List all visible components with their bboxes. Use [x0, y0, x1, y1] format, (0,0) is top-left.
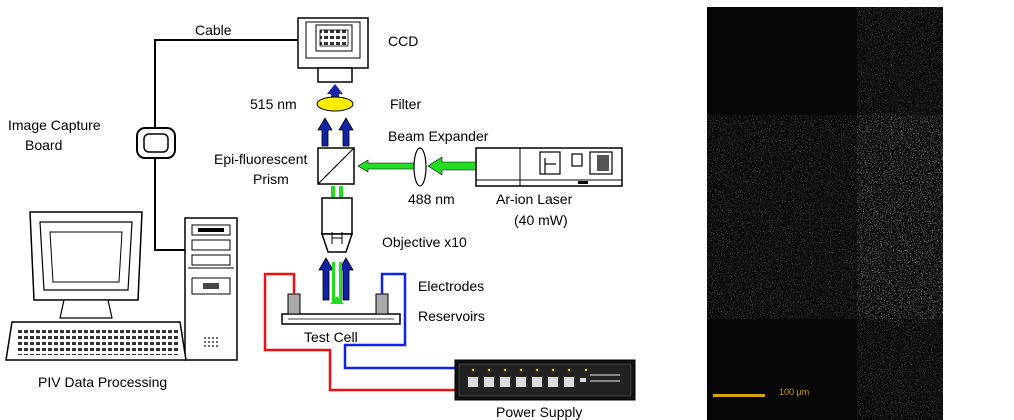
- label-beam-expander: Beam Expander: [388, 128, 489, 144]
- emission-arrows-mid: [317, 117, 354, 147]
- label-cable: Cable: [195, 22, 232, 38]
- piv-setup-diagram: Cable CCD Filter 515 nm Image Capture Bo…: [5, 17, 636, 420]
- label-objective: Objective x10: [382, 234, 467, 250]
- emission-arrows-bottom: [318, 257, 354, 304]
- label-filter: Filter: [390, 96, 421, 112]
- label-ar-ion-laser: Ar-ion Laser: [496, 191, 573, 207]
- objective-lens: [320, 197, 354, 253]
- power-supply: [454, 359, 636, 401]
- ar-ion-laser: [475, 147, 623, 187]
- label-test-cell: Test Cell: [304, 329, 358, 345]
- label-power-supply: Power Supply: [496, 404, 582, 420]
- cable-line: [154, 39, 300, 251]
- scale-bar: [713, 394, 765, 397]
- label-electrodes: Electrodes: [418, 278, 484, 294]
- scale-bar-label: 100 μm: [779, 387, 810, 397]
- micrograph-image: [707, 7, 943, 420]
- ccd-camera: [297, 17, 369, 83]
- epi-fluorescent-prism: [317, 147, 355, 185]
- computer-keyboard: [5, 321, 187, 361]
- label-piv: PIV Data Processing: [38, 374, 167, 390]
- label-image-capture: Image Capture: [8, 117, 101, 133]
- fluorescence-micrograph: 100 μm: [707, 7, 943, 420]
- label-ccd: CCD: [388, 33, 418, 49]
- reservoir-right: [375, 293, 389, 315]
- label-515nm: 515 nm: [250, 96, 297, 112]
- laser-beam: [331, 156, 477, 200]
- label-reservoirs: Reservoirs: [418, 308, 485, 324]
- computer-monitor: [29, 211, 143, 319]
- test-cell: [281, 313, 401, 325]
- label-board: Board: [25, 137, 62, 153]
- label-40mw: (40 mW): [514, 212, 568, 228]
- label-prism: Prism: [253, 171, 289, 187]
- image-capture-board: [136, 127, 176, 159]
- label-488nm: 488 nm: [408, 191, 455, 207]
- emission-arrows-top: [327, 84, 343, 100]
- reservoir-left: [287, 293, 301, 315]
- label-epi-fluorescent: Epi-fluorescent: [214, 151, 307, 167]
- beam-expander-lens: [413, 147, 427, 187]
- negative-wire: [343, 272, 455, 370]
- positive-wire: [263, 272, 455, 392]
- computer-tower: [184, 217, 238, 361]
- filter: [316, 96, 354, 112]
